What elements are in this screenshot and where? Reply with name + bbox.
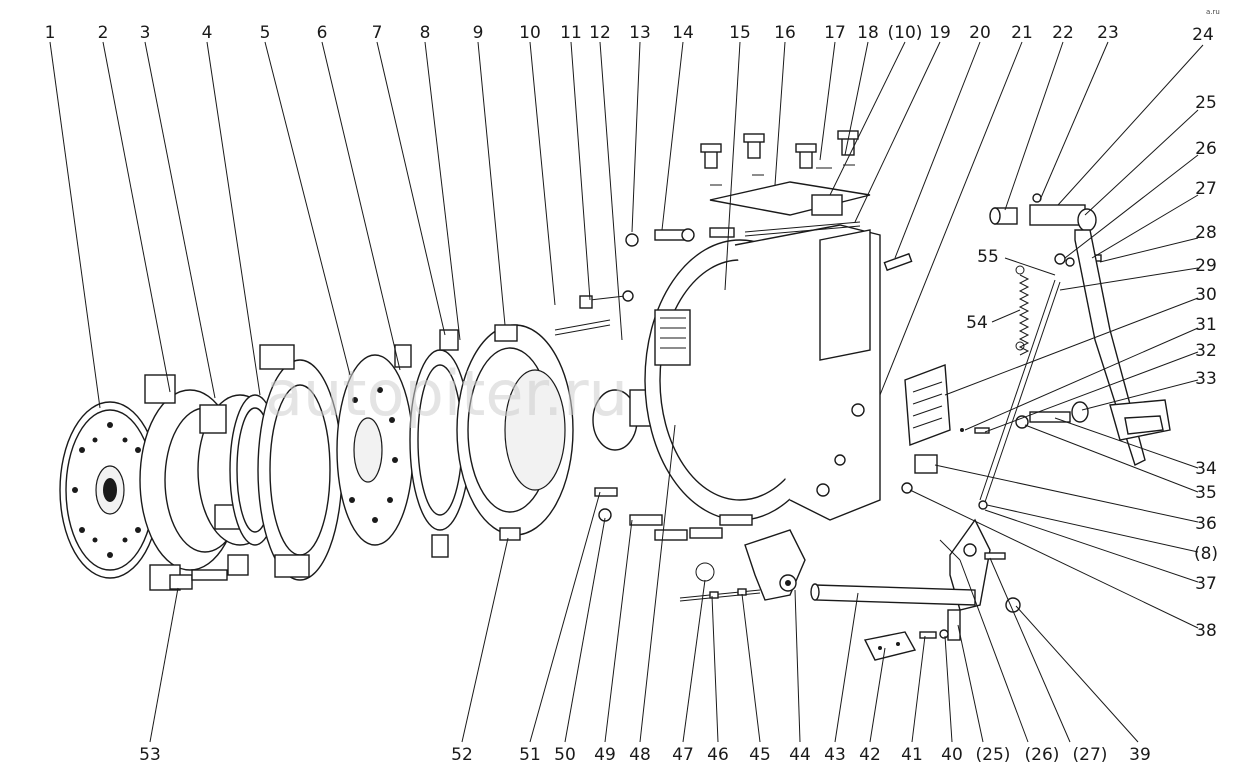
callout-52: 52 bbox=[451, 745, 473, 765]
callout-9: 9 bbox=[473, 23, 484, 43]
callout-53: 53 bbox=[139, 745, 161, 765]
pressure-plate-assembly-9 bbox=[439, 324, 574, 536]
callout-55: 55 bbox=[977, 247, 999, 267]
callout-50: 50 bbox=[554, 745, 576, 765]
callout-35: 35 bbox=[1195, 483, 1217, 503]
callout-2: 2 bbox=[98, 23, 109, 43]
corner-mark: a.ru bbox=[1206, 8, 1220, 16]
lever-bracket-38 bbox=[939, 518, 1021, 641]
callout-49: 49 bbox=[594, 745, 616, 765]
callout-48: 48 bbox=[629, 745, 651, 765]
callout-32: 32 bbox=[1195, 341, 1217, 361]
callout-44: 44 bbox=[789, 745, 811, 765]
callout-43: 43 bbox=[824, 745, 846, 765]
bolts-31-36 bbox=[901, 401, 1089, 494]
callout-6: 6 bbox=[317, 23, 328, 43]
callout-46: 46 bbox=[707, 745, 729, 765]
callout-20: 20 bbox=[969, 23, 991, 43]
callout-27-ref: (27) bbox=[1073, 745, 1108, 765]
bolts-13-14 bbox=[625, 227, 735, 247]
leader-lines bbox=[49, 41, 1204, 743]
callout-54: 54 bbox=[966, 313, 988, 333]
callout-25: 25 bbox=[1195, 93, 1217, 113]
top-cover-16 bbox=[700, 130, 871, 216]
callout-19: 19 bbox=[929, 23, 951, 43]
pin-20 bbox=[883, 252, 913, 272]
fork-bracket-44 bbox=[744, 529, 806, 601]
return-spring-54 bbox=[1015, 265, 1030, 356]
callout-8: 8 bbox=[420, 23, 431, 43]
callout-10: 10 bbox=[519, 23, 541, 43]
callout-39: 39 bbox=[1129, 745, 1151, 765]
bolt-53 bbox=[169, 569, 228, 590]
callout-31: 31 bbox=[1195, 315, 1217, 335]
release-rod-37 bbox=[978, 279, 1061, 510]
callout-5: 5 bbox=[260, 23, 271, 43]
callout-8-ref: (8) bbox=[1194, 544, 1218, 564]
callout-26: 26 bbox=[1195, 139, 1217, 159]
callout-41: 41 bbox=[901, 745, 923, 765]
pins-45-47 bbox=[679, 562, 761, 602]
part-drawings bbox=[59, 130, 1171, 661]
callout-4: 4 bbox=[202, 23, 213, 43]
callout-14: 14 bbox=[672, 23, 694, 43]
clutch-housing-20 bbox=[644, 224, 881, 521]
callout-51: 51 bbox=[519, 745, 541, 765]
callout-38: 38 bbox=[1195, 621, 1217, 641]
shaft-43 bbox=[810, 583, 976, 661]
callout-3: 3 bbox=[140, 23, 151, 43]
callout-24: 24 bbox=[1192, 25, 1214, 45]
callout-7: 7 bbox=[372, 23, 383, 43]
spacer-ring-7 bbox=[394, 344, 471, 558]
pedal-parts-21-27 bbox=[989, 193, 1102, 267]
callout-45: 45 bbox=[749, 745, 771, 765]
callout-29: 29 bbox=[1195, 256, 1217, 276]
callout-34: 34 bbox=[1195, 459, 1217, 479]
callout-37: 37 bbox=[1195, 574, 1217, 594]
callout-13: 13 bbox=[629, 23, 651, 43]
callout-21: 21 bbox=[1011, 23, 1033, 43]
callout-27: 27 bbox=[1195, 179, 1217, 199]
callout-47: 47 bbox=[672, 745, 694, 765]
callout-33: 33 bbox=[1195, 369, 1217, 389]
gasket-19 bbox=[744, 221, 861, 237]
callout-22: 22 bbox=[1052, 23, 1074, 43]
bolts-49-52 bbox=[499, 487, 753, 541]
callout-30: 30 bbox=[1195, 285, 1217, 305]
callout-15: 15 bbox=[729, 23, 751, 43]
callout-16: 16 bbox=[774, 23, 796, 43]
callout-1: 1 bbox=[45, 23, 56, 43]
callout-26-ref: (26) bbox=[1025, 745, 1060, 765]
callout-11: 11 bbox=[560, 23, 582, 43]
callout-42: 42 bbox=[859, 745, 881, 765]
callout-25-ref: (25) bbox=[976, 745, 1011, 765]
watermark-text: autopiter.ru bbox=[265, 357, 628, 430]
callout-17: 17 bbox=[824, 23, 846, 43]
callout-18: 18 bbox=[857, 23, 879, 43]
inspection-cover-30 bbox=[904, 364, 951, 446]
callout-labels: 1 2 3 4 5 6 7 8 9 10 11 12 13 14 15 16 1… bbox=[45, 23, 1218, 765]
callout-12: 12 bbox=[589, 23, 611, 43]
intermediate-disc-5 bbox=[257, 344, 343, 581]
callout-10-ref: (10) bbox=[888, 23, 923, 43]
callout-28: 28 bbox=[1195, 223, 1217, 243]
clutch-pedal-28 bbox=[1074, 229, 1171, 466]
driven-disc-6 bbox=[336, 354, 414, 546]
callout-36: 36 bbox=[1195, 514, 1217, 534]
callout-23: 23 bbox=[1097, 23, 1119, 43]
callout-40: 40 bbox=[941, 745, 963, 765]
